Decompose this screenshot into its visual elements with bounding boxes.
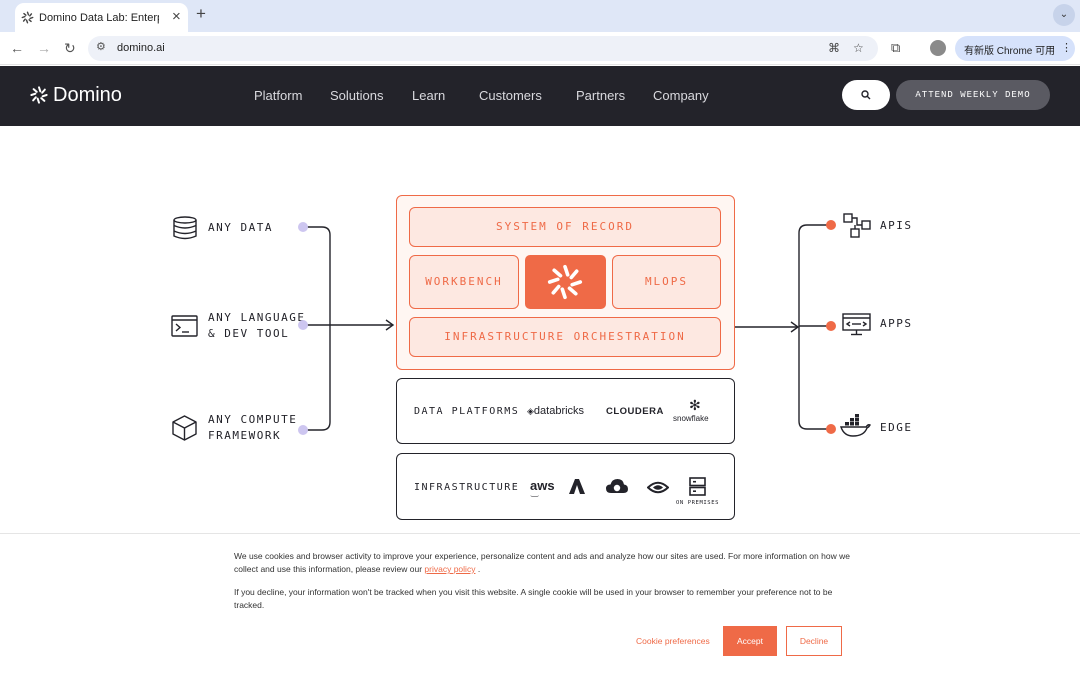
api-network-icon [843, 213, 871, 238]
demo-button-label: ATTEND WEEKLY DEMO [915, 90, 1031, 100]
profile-avatar[interactable] [930, 40, 946, 56]
url-text[interactable]: domino.ai [117, 42, 165, 54]
terminal-icon [171, 315, 198, 337]
nav-company[interactable]: Company [653, 88, 709, 103]
browser-tabstrip: Domino Data Lab: Enterprise × + ⌄ [0, 0, 1080, 32]
framework-label: FRAMEWORK [208, 429, 282, 442]
any-language-label: ANY LANGUAGE [208, 311, 306, 324]
update-label: 有新版 Chrome 可用 [964, 46, 1056, 57]
attend-demo-button[interactable]: ATTEND WEEKLY DEMO [896, 80, 1050, 110]
decline-button[interactable]: Decline [786, 626, 842, 656]
input-dot [298, 222, 308, 232]
cookie-text-1: We use cookies and browser activity to i… [234, 551, 850, 574]
input-dot [298, 320, 308, 330]
kebab-menu-icon[interactable]: ⋮ [1061, 42, 1072, 54]
workbench-box: WORKBENCH [409, 255, 519, 309]
server-icon [689, 477, 706, 496]
nav-learn[interactable]: Learn [412, 88, 446, 103]
domino-core-box [525, 255, 606, 309]
domino-favicon-icon [21, 11, 34, 24]
aws-logo: aws [530, 478, 555, 493]
apps-label: APPS [880, 317, 913, 330]
forward-arrow-icon[interactable]: → [37, 40, 51, 56]
new-tab-icon[interactable]: + [196, 4, 206, 23]
workbench-label: WORKBENCH [425, 275, 503, 288]
logo-text[interactable]: Domino [53, 84, 122, 106]
system-of-record-box: SYSTEM OF RECORD [409, 207, 721, 247]
databricks-icon: ◈ [527, 406, 534, 416]
infrastructure-box: INFRASTRUCTURE aws ‿ ON PREMISES [396, 453, 735, 520]
nav-platform[interactable]: Platform [254, 88, 303, 103]
azure-icon [569, 479, 585, 494]
back-arrow-icon[interactable]: ← [10, 40, 24, 56]
cookie-text-2: If you decline, your information won't b… [234, 587, 833, 610]
edge-label: EDGE [880, 421, 913, 434]
dev-tool-label: & DEV TOOL [208, 327, 290, 340]
domino-logo-icon[interactable] [30, 86, 48, 104]
cloudera-logo: CLOUDERA [606, 406, 664, 417]
cookie-banner: We use cookies and browser activity to i… [0, 533, 1080, 675]
bookmark-star-icon[interactable]: ☆ [853, 41, 864, 55]
system-of-record-label: SYSTEM OF RECORD [496, 220, 634, 233]
any-data-label: ANY DATA [208, 221, 273, 234]
site-info-icon[interactable]: ⚙ [96, 41, 106, 53]
cookie-preferences-button[interactable]: Cookie preferences [636, 636, 710, 646]
data-platforms-label: DATA PLATFORMS [414, 406, 520, 417]
snowflake-icon: ✻ [689, 397, 701, 413]
on-premises-label: ON PREMISES [676, 500, 720, 506]
cube-icon [172, 415, 197, 441]
tab-search-chevron-icon[interactable]: ⌄ [1053, 4, 1075, 26]
site-header: Domino Platform Solutions Learn Customer… [0, 66, 1080, 126]
browser-toolbar: ← → ↻ ⚙ domino.ai ⌘ ☆ ⧉ 有新版 Chrome 可用 ⋮ [0, 32, 1080, 65]
apis-label: APIS [880, 219, 913, 232]
orchestration-label: INFRASTRUCTURE ORCHESTRATION [444, 330, 686, 343]
tab-title: Domino Data Lab: Enterprise [39, 12, 159, 24]
chrome-update-button[interactable]: 有新版 Chrome 可用 ⋮ [955, 36, 1075, 61]
mlops-label: MLOPS [644, 275, 689, 288]
input-dot [298, 425, 308, 435]
reload-icon[interactable]: ↻ [64, 40, 76, 56]
browser-tab[interactable]: Domino Data Lab: Enterprise × [15, 3, 188, 32]
nvidia-icon [647, 481, 669, 494]
accept-button[interactable]: Accept [723, 626, 777, 656]
tab-close-icon[interactable]: × [172, 8, 181, 25]
docker-whale-icon [840, 414, 871, 437]
infrastructure-label: INFRASTRUCTURE [414, 482, 520, 493]
output-dot [826, 220, 836, 230]
output-dot [826, 424, 836, 434]
search-button[interactable] [842, 80, 890, 110]
nav-customers[interactable]: Customers [479, 88, 542, 103]
privacy-policy-link[interactable]: privacy policy [424, 564, 476, 574]
any-compute-label: ANY COMPUTE [208, 413, 298, 426]
translate-icon[interactable]: ⌘ [828, 41, 840, 55]
search-icon [861, 90, 871, 100]
orchestration-box: INFRASTRUCTURE ORCHESTRATION [409, 317, 721, 357]
output-dot [826, 321, 836, 331]
address-bar[interactable]: ⚙ domino.ai ⌘ ☆ [88, 36, 878, 61]
domino-logo-icon [547, 264, 583, 300]
data-platforms-box: DATA PLATFORMS ◈databricks CLOUDERA ✻ sn… [396, 378, 735, 444]
nav-solutions[interactable]: Solutions [330, 88, 384, 103]
mlops-box: MLOPS [612, 255, 721, 309]
app-window-icon [842, 313, 871, 336]
snowflake-logo: snowflake [673, 414, 709, 423]
google-cloud-icon [606, 479, 628, 493]
database-icon [173, 216, 197, 240]
databricks-logo: ◈databricks [527, 405, 585, 417]
nav-partners[interactable]: Partners [576, 88, 626, 103]
aws-smile-icon: ‿ [531, 487, 539, 497]
extensions-puzzle-icon[interactable]: ⧉ [891, 40, 901, 55]
